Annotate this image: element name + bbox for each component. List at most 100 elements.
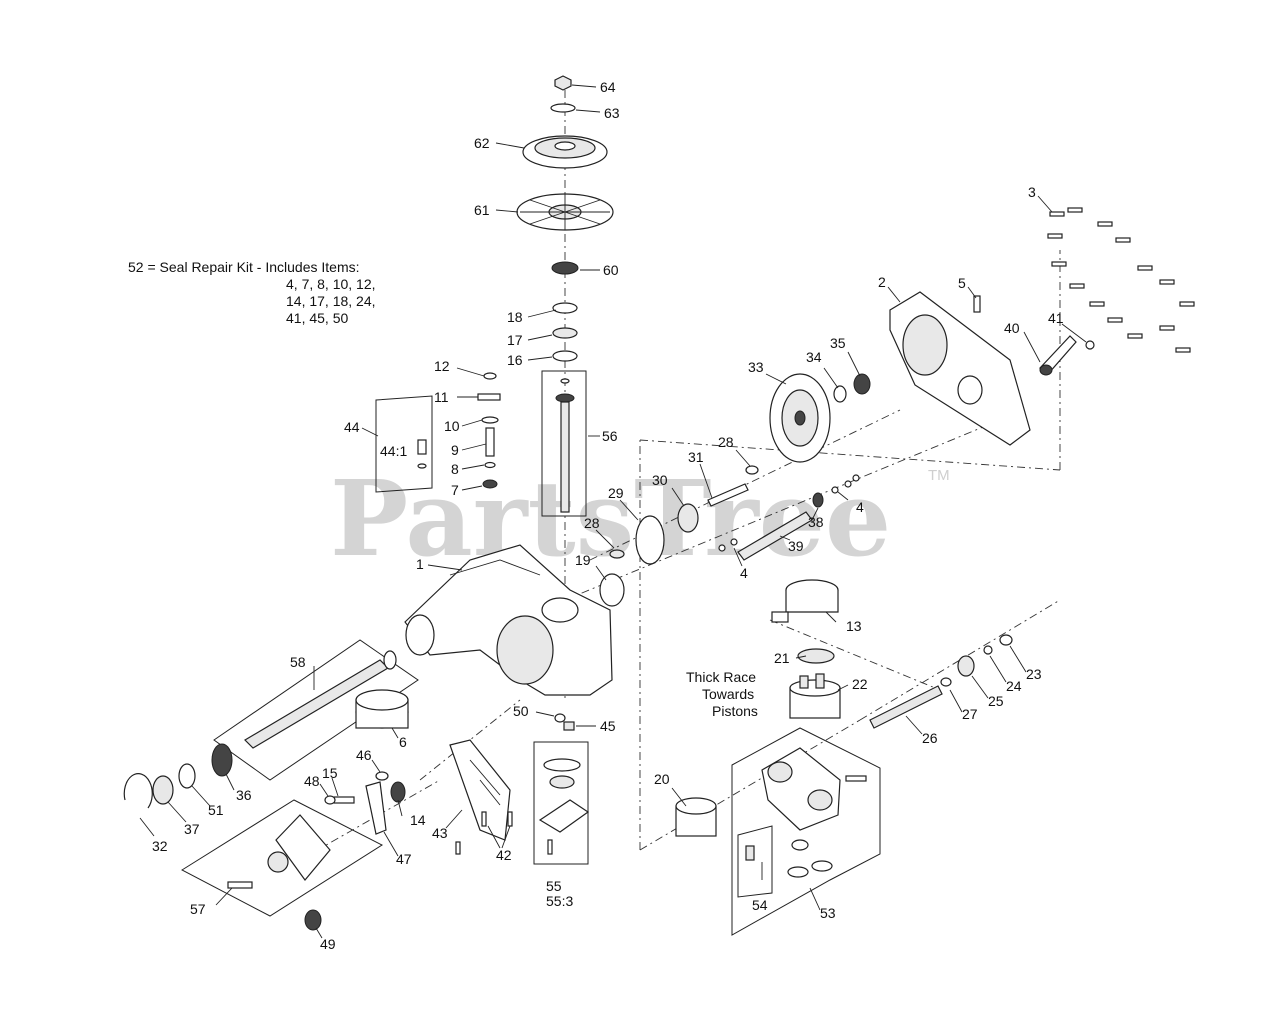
seal-kit-line-1: 52 = Seal Repair Kit - Includes Items: bbox=[128, 259, 360, 275]
axle-58 bbox=[244, 650, 397, 749]
callout-32: 32 bbox=[152, 838, 168, 854]
callout-14: 14 bbox=[410, 812, 426, 828]
callout-61: 61 bbox=[474, 202, 490, 218]
valve-kit-55 bbox=[538, 758, 590, 855]
seal-kit-note: 52 = Seal Repair Kit - Includes Items: 4… bbox=[128, 259, 376, 326]
callout-18: 18 bbox=[507, 309, 523, 325]
washer-34 bbox=[833, 385, 847, 403]
thick-race-line-3: Pistons bbox=[712, 703, 758, 719]
callout-43: 43 bbox=[432, 825, 448, 841]
callout-3: 3 bbox=[1028, 184, 1036, 200]
callout-44: 44 bbox=[344, 419, 360, 435]
pin-15 bbox=[333, 796, 355, 804]
shaft-26 bbox=[869, 685, 943, 729]
small-parts-stack bbox=[477, 372, 501, 489]
callout-4a: 4 bbox=[856, 499, 864, 515]
box-56 bbox=[541, 370, 587, 517]
bolt-5 bbox=[973, 295, 981, 313]
callout-28a: 28 bbox=[718, 434, 734, 450]
callout-37: 37 bbox=[184, 821, 200, 837]
seal-kit-line-2: 4, 7, 8, 10, 12, bbox=[286, 276, 376, 292]
washer-28b bbox=[609, 549, 625, 559]
arm-47 bbox=[365, 781, 387, 835]
callout-60: 60 bbox=[603, 262, 619, 278]
fan-61 bbox=[516, 193, 614, 231]
callout-46: 46 bbox=[356, 747, 372, 763]
callout-64: 64 bbox=[600, 79, 616, 95]
callout-33: 33 bbox=[748, 359, 764, 375]
callout-56: 56 bbox=[602, 428, 618, 444]
washer-63 bbox=[550, 103, 576, 113]
callout-55-3: 55:3 bbox=[546, 893, 573, 909]
seal-51 bbox=[178, 763, 196, 789]
housing-13 bbox=[771, 579, 839, 623]
callout-13: 13 bbox=[846, 618, 862, 634]
callout-11: 11 bbox=[434, 389, 449, 405]
callout-29: 29 bbox=[608, 485, 624, 501]
seal-37 bbox=[152, 775, 174, 805]
seal-41 bbox=[1085, 340, 1095, 350]
snapring-32 bbox=[123, 773, 153, 809]
cover-2 bbox=[889, 291, 1031, 446]
callout-22: 22 bbox=[852, 676, 868, 692]
parts-artwork bbox=[123, 75, 1195, 931]
callout-50: 50 bbox=[513, 703, 529, 719]
thick-race-line-1: Thick Race bbox=[686, 669, 756, 685]
callout-9: 9 bbox=[451, 442, 459, 458]
seal-kit-line-3: 14, 17, 18, 24, bbox=[286, 293, 376, 309]
callout-35: 35 bbox=[830, 335, 846, 351]
box-44 bbox=[375, 395, 433, 493]
piston-block-20 bbox=[675, 797, 717, 837]
callout-62: 62 bbox=[474, 135, 490, 151]
callout-23: 23 bbox=[1026, 666, 1042, 682]
callout-8: 8 bbox=[451, 461, 459, 477]
box-54 bbox=[737, 825, 773, 898]
fitting-44-1 bbox=[417, 439, 427, 469]
bearing-38 bbox=[812, 492, 824, 508]
gear-30 bbox=[677, 503, 699, 533]
leader-lines bbox=[139, 84, 1087, 939]
callout-58: 58 bbox=[290, 654, 306, 670]
spring-49 bbox=[304, 909, 322, 931]
callout-16: 16 bbox=[507, 352, 523, 368]
gear-33 bbox=[769, 373, 831, 463]
pins-4 bbox=[718, 474, 860, 552]
callout-39: 39 bbox=[788, 538, 804, 554]
gear-29 bbox=[635, 515, 665, 565]
race-21 bbox=[797, 648, 835, 664]
callout-54: 54 bbox=[752, 897, 768, 913]
callout-34: 34 bbox=[806, 349, 822, 365]
filter-6 bbox=[355, 689, 409, 729]
piston-block-22 bbox=[789, 673, 841, 719]
callout-21: 21 bbox=[774, 650, 790, 666]
box-57 bbox=[180, 799, 384, 917]
callout-38: 38 bbox=[808, 514, 824, 530]
bracket-57 bbox=[227, 814, 331, 889]
thick-race-note: Thick Race Towards Pistons bbox=[686, 669, 758, 719]
shaft-31 bbox=[707, 483, 749, 507]
bearing-36 bbox=[211, 743, 233, 777]
callout-41: 41 bbox=[1048, 310, 1064, 326]
seal-17 bbox=[552, 327, 578, 339]
watermark-trademark: TM bbox=[928, 467, 950, 484]
callout-44-1: 44:1 bbox=[380, 443, 407, 459]
box-58 bbox=[213, 639, 419, 781]
callout-4b: 4 bbox=[740, 565, 748, 581]
callout-48: 48 bbox=[304, 773, 320, 789]
callout-26: 26 bbox=[922, 730, 938, 746]
box-53 bbox=[731, 727, 881, 936]
callout-63: 63 bbox=[604, 105, 620, 121]
callout-57: 57 bbox=[190, 901, 206, 917]
callout-10: 10 bbox=[444, 418, 460, 434]
seal-19 bbox=[599, 573, 625, 607]
callout-7: 7 bbox=[451, 482, 459, 498]
callout-51: 51 bbox=[208, 802, 224, 818]
callout-47: 47 bbox=[396, 851, 412, 867]
callout-30: 30 bbox=[652, 472, 668, 488]
bolt-48 bbox=[324, 795, 336, 805]
guard-43 bbox=[449, 739, 511, 841]
shaft-56 bbox=[555, 378, 575, 513]
washer-23 bbox=[999, 634, 1013, 646]
callout-36: 36 bbox=[236, 787, 252, 803]
